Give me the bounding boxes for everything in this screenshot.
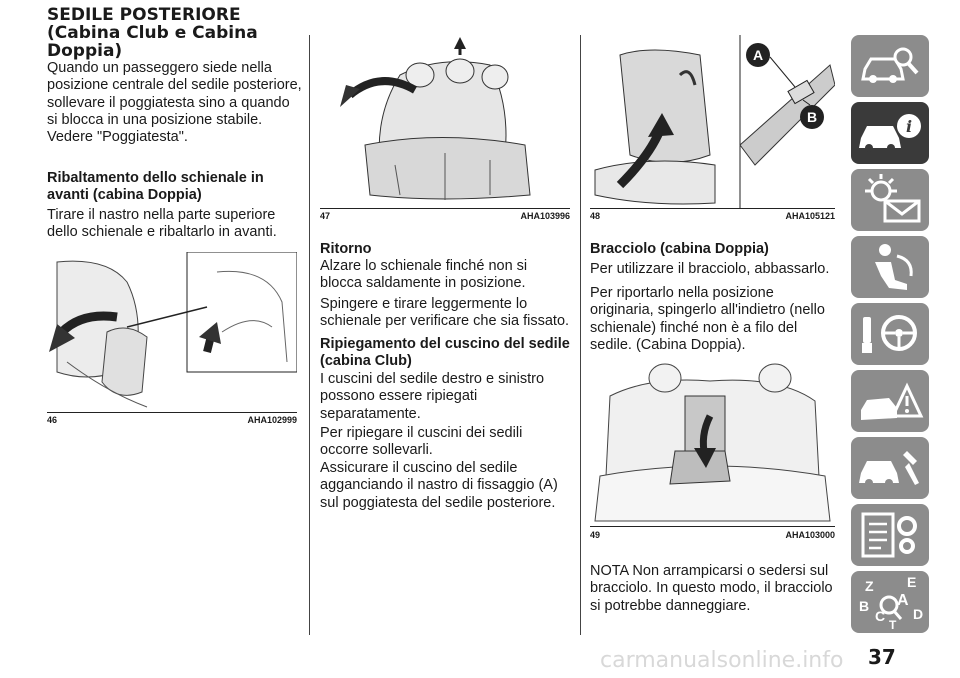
heading-ritorno: Ritorno: [320, 241, 372, 257]
section-title: SEDILE POSTERIORE (Cabina Club e Cabina …: [47, 5, 258, 61]
figure-code: AHA105121: [785, 211, 835, 221]
index-letter: Z: [865, 578, 874, 594]
tab-safety[interactable]: i: [851, 102, 929, 164]
car-service-icon: [859, 451, 919, 487]
figure-47: [320, 35, 570, 209]
figure-46-caption: 46 AHA102999: [47, 415, 297, 425]
seat-strap-illustration: A B: [594, 35, 836, 208]
svg-text:i: i: [906, 117, 912, 136]
heading-bracciolo: Bracciolo (cabina Doppia): [590, 241, 769, 257]
armrest-illustration: [594, 363, 831, 522]
heading-ripiegamento: Ripiegamento del cuscino del sedile (cab…: [320, 336, 570, 369]
car-search-icon: [861, 47, 919, 83]
tab-emergency[interactable]: [851, 370, 929, 432]
figure-49: [590, 356, 835, 527]
figure-number: 46: [47, 415, 58, 425]
index-letter: T: [889, 618, 897, 632]
tab-maintenance[interactable]: [851, 437, 929, 499]
warning-light-icon: [865, 174, 921, 223]
heading-ribaltamento: Ribaltamento dello schienale in avanti (…: [47, 170, 264, 203]
key-steering-icon: [862, 315, 917, 353]
specifications-icon: [861, 512, 917, 558]
nota-paragraph: NOTA Non arrampicarsi o sedersi sul brac…: [590, 563, 833, 614]
paragraph-ripiegamento-2: Per ripiegare il cuscini dei sedili occo…: [320, 425, 523, 459]
label-b: B: [807, 109, 817, 125]
seat-fold-illustration: [47, 251, 298, 412]
figure-49-caption: 49 AHA103000: [590, 530, 835, 540]
column-divider-2: [580, 35, 581, 635]
paragraph-ritorno-1: Alzare lo schienale finché non si blocca…: [320, 258, 528, 292]
tab-starting-driving[interactable]: [851, 303, 929, 365]
tab-knowing-vehicle[interactable]: [851, 35, 929, 97]
tab-index[interactable]: Z E A B C D T: [851, 571, 929, 633]
paragraph-bracciolo-2: Per riportarlo nella posizione originari…: [590, 285, 825, 353]
paragraph-ripiegamento-3: Assicurare il cuscino del sedile agganci…: [320, 460, 558, 511]
watermark: carmanualsonline.info: [600, 648, 844, 673]
airbag-seat-icon: [875, 244, 913, 290]
figure-code: AHA103000: [785, 530, 835, 540]
index-letter: E: [907, 574, 916, 590]
figure-number: 48: [590, 211, 601, 221]
index-letter: A: [897, 592, 909, 609]
figure-code: AHA102999: [247, 415, 297, 425]
car-info-icon: i: [859, 114, 921, 152]
figure-47-caption: 47 AHA103996: [320, 211, 570, 221]
figure-46: [47, 251, 298, 413]
tab-technical-data[interactable]: [851, 504, 929, 566]
rear-seat-illustration: [340, 37, 531, 200]
index-icon: Z E A B C D T: [859, 574, 923, 632]
figure-code: AHA103996: [520, 211, 570, 221]
figure-number: 47: [320, 211, 331, 221]
tab-warning-lights[interactable]: [851, 169, 929, 231]
paragraph-bracciolo-1: Per utilizzare il bracciolo, abbassarlo.: [590, 261, 830, 277]
tab-airbag[interactable]: [851, 236, 929, 298]
index-letter: D: [913, 606, 923, 622]
figure-48: A B: [590, 35, 836, 209]
paragraph-ribaltamento: Tirare il nastro nella parte superiore d…: [47, 207, 277, 241]
index-letter: B: [859, 598, 869, 614]
column-divider-1: [309, 35, 310, 635]
page-number: 37: [868, 645, 896, 669]
breakdown-icon: [861, 382, 924, 420]
figure-48-caption: 48 AHA105121: [590, 211, 835, 221]
paragraph-ripiegamento-1: I cuscini del sedile destro e sinistro p…: [320, 371, 545, 422]
index-letter: C: [875, 608, 885, 624]
intro-paragraph: Quando un passeggero siede nella posizio…: [47, 60, 302, 146]
chapter-sidebar: i: [851, 35, 929, 635]
paragraph-ritorno-2: Spingere e tirare leggermente lo schiena…: [320, 296, 570, 330]
label-a: A: [753, 47, 763, 63]
figure-number: 49: [590, 530, 601, 540]
